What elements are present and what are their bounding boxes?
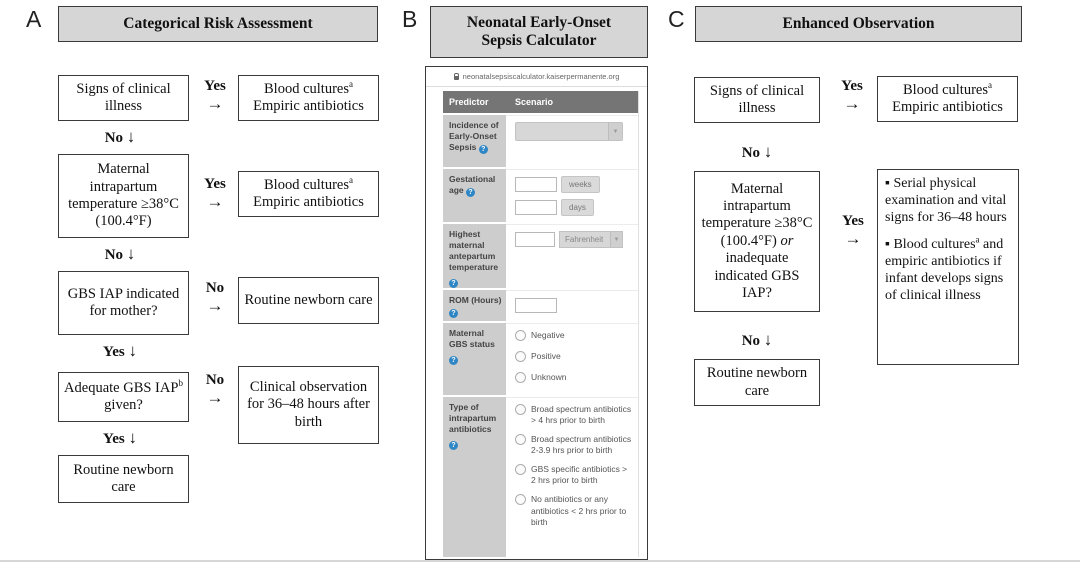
radio-icon [515, 464, 526, 476]
gbs-positive-radio[interactable]: Positive [515, 351, 634, 363]
flow-box-routine-care-c: Routine newborn care [694, 359, 820, 406]
connector-yes-down: Yes ↓ [103, 341, 137, 360]
browser-address-bar[interactable]: neonatalsepsiscalculator.kaiserpermanent… [426, 67, 647, 87]
radio-icon [515, 351, 526, 363]
flow-box-blood-cultures-a1: Blood culturesa Empiric antibiotics [238, 75, 379, 121]
flow-box-maternal-temp-a: Maternal intrapartum temperature ≥38°C (… [58, 154, 189, 238]
connector-yes-right: Yes→ [831, 213, 875, 248]
table-header: Predictor Scenario [443, 91, 638, 113]
connector-no-right: No→ [193, 372, 237, 407]
abx-broad4-radio[interactable]: Broad spectrum antibiotics > 4 hrs prior… [515, 404, 634, 426]
down-arrow-icon: ↓ [126, 127, 136, 146]
connector-no-down: No ↓ [741, 142, 773, 161]
connector-yes-right: Yes→ [193, 176, 237, 211]
radio-icon [515, 494, 526, 506]
row-incidence: Incidence of Early-Onset Sepsis ? ▼ [443, 115, 638, 167]
right-arrow-icon: → [206, 295, 224, 315]
help-icon[interactable]: ? [449, 356, 458, 366]
predictor-label: Maternal GBS status [449, 328, 495, 350]
right-arrow-icon: → [206, 191, 224, 211]
right-arrow-icon: → [206, 387, 224, 407]
connector-no-right: No→ [193, 280, 237, 315]
radio-icon [515, 330, 526, 342]
days-unit-label: days [561, 199, 594, 217]
bullet-icon: ▪ [885, 237, 890, 253]
row-gbs-status: Maternal GBS status ? Negative Positive … [443, 323, 638, 396]
calculator-table: Predictor Scenario Incidence of Early-On… [443, 91, 639, 557]
predictor-label: ROM (Hours) [449, 295, 502, 306]
flow-box-routine-care-a2: Routine newborn care [58, 455, 189, 503]
down-arrow-icon: ↓ [763, 142, 773, 161]
down-arrow-icon: ↓ [763, 330, 773, 349]
panel-c-label: C [668, 6, 685, 32]
row-antibiotic-type: Type of intrapartum antibiotics ? Broad … [443, 397, 638, 557]
help-icon[interactable]: ? [478, 145, 488, 155]
right-arrow-icon: → [843, 93, 861, 113]
radio-icon [515, 404, 526, 416]
down-arrow-icon: ↓ [128, 341, 137, 360]
rom-hours-input[interactable] [515, 298, 557, 314]
help-icon[interactable]: ? [449, 279, 458, 289]
days-input[interactable] [515, 200, 557, 216]
weeks-input[interactable] [515, 177, 557, 193]
flow-box-gbs-iap-indicated: GBS IAP indicated for mother? [58, 271, 189, 335]
weeks-unit-label: weeks [561, 176, 600, 194]
radio-icon [515, 372, 526, 384]
chevron-down-icon: ▼ [608, 123, 622, 140]
predictor-label: Incidence of Early-Onset Sepsis [449, 120, 499, 153]
flow-box-blood-cultures-c: Blood culturesa Empiric antibiotics [877, 76, 1018, 122]
help-icon[interactable]: ? [449, 441, 458, 451]
panel-a-label: A [26, 6, 42, 32]
flow-box-clinical-observation: Clinical observation for 36–48 hours aft… [238, 366, 379, 444]
right-arrow-icon: → [844, 228, 862, 248]
gbs-unknown-radio[interactable]: Unknown [515, 372, 634, 384]
flow-box-enhanced-observation-actions: ▪ Serial physical examination and vital … [877, 169, 1019, 365]
row-gestational-age: Gestational age ? weeks days [443, 169, 638, 222]
flow-box-risk-question-c: Maternal intrapartum temperature ≥38°C (… [694, 171, 820, 312]
bottom-rule [0, 560, 1080, 562]
lock-icon [453, 73, 459, 80]
connector-yes-right: Yes→ [193, 78, 237, 113]
flow-box-routine-care-a1: Routine newborn care [238, 277, 379, 324]
flow-box-signs-c: Signs of clinical illness [694, 77, 820, 123]
sepsis-calculator-screenshot: neonatalsepsiscalculator.kaiserpermanent… [425, 66, 648, 560]
chevron-down-icon: ▼ [610, 232, 622, 248]
header-predictor: Predictor [449, 97, 489, 107]
flow-box-blood-cultures-a2: Blood culturesa Empiric antibiotics [238, 171, 379, 217]
incidence-select[interactable]: ▼ [515, 122, 623, 141]
gbs-negative-radio[interactable]: Negative [515, 330, 634, 342]
abx-gbs-specific-radio[interactable]: GBS specific antibiotics > 2 hrs prior t… [515, 464, 634, 486]
connector-yes-down: Yes ↓ [103, 428, 137, 447]
panel-b-title: Neonatal Early-Onset Sepsis Calculator [430, 6, 648, 58]
predictor-label: Highest maternal antepartum temperature [449, 229, 499, 273]
radio-icon [515, 434, 526, 446]
temperature-unit-select[interactable]: Fahrenheit▼ [559, 231, 623, 249]
url-text: neonatalsepsiscalculator.kaiserpermanent… [462, 72, 620, 81]
bullet-serial-exam: ▪ Serial physical examination and vital … [885, 176, 1007, 225]
panel-a-title: Categorical Risk Assessment [58, 6, 378, 42]
temperature-input[interactable] [515, 232, 555, 248]
row-rom-hours: ROM (Hours) ? [443, 290, 638, 322]
header-scenario: Scenario [515, 97, 554, 107]
down-arrow-icon: ↓ [128, 428, 137, 447]
help-icon[interactable]: ? [449, 309, 458, 319]
predictor-label: Gestational age [449, 174, 496, 196]
abx-none-radio[interactable]: No antibiotics or any antibiotics < 2 hr… [515, 494, 634, 527]
help-icon[interactable]: ? [466, 188, 476, 198]
connector-no-down: No ↓ [104, 244, 136, 263]
bullet-icon: ▪ [885, 176, 890, 191]
connector-yes-right: Yes→ [830, 78, 874, 113]
right-arrow-icon: → [206, 93, 224, 113]
flow-box-adequate-iap: Adequate GBS IAPb given? [58, 372, 189, 422]
flow-box-signs-a: Signs of clinical illness [58, 75, 189, 121]
abx-broad2-radio[interactable]: Broad spectrum antibiotics 2-3.9 hrs pri… [515, 434, 634, 456]
connector-no-down: No ↓ [741, 330, 773, 349]
predictor-label: Type of intrapartum antibiotics [449, 402, 497, 435]
row-antepartum-temperature: Highest maternal antepartum temperature … [443, 224, 638, 289]
down-arrow-icon: ↓ [126, 244, 136, 263]
panel-c-title: Enhanced Observation [695, 6, 1022, 42]
panel-b-label: B [402, 6, 418, 32]
bullet-blood-cultures: ▪ Blood culturesa and empiric antibiotic… [885, 234, 1004, 303]
connector-no-down: No ↓ [104, 127, 136, 146]
